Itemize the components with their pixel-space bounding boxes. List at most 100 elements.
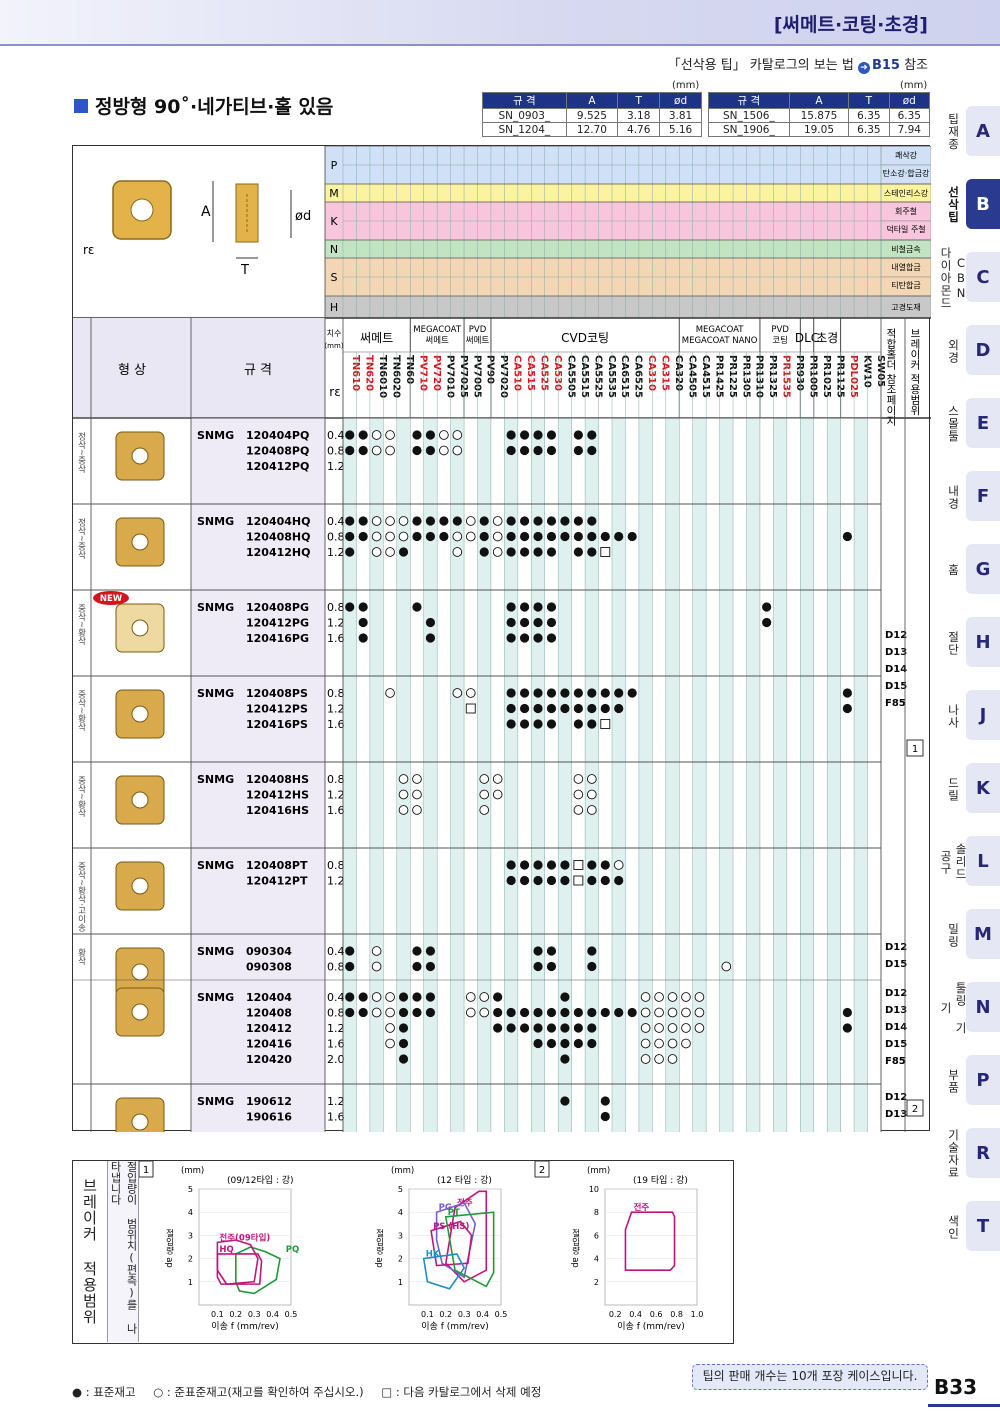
tab-label: 나사 [946,703,961,729]
grade-column-shade [719,418,734,1132]
mark-standard [398,992,409,1002]
chart-xtick: 0.6 [650,1310,663,1319]
insert-hole [130,198,154,222]
application-label: 중삭~황삭 [76,690,86,732]
mark-standard [519,633,530,643]
spec-code: 120412PS [246,703,308,716]
spec-cell: SN_1204_ [482,122,567,137]
mark-standard [546,602,557,612]
mark-standard [842,688,852,698]
catalog-note-ref[interactable]: B15 [871,58,900,73]
spec-cell: 6.35 [848,122,890,137]
mark-semistandard [398,516,409,526]
grade-column-shade [638,418,653,1132]
mark-standard [452,516,462,526]
mark-standard [587,1007,597,1018]
spec-header-cell: T [617,92,661,109]
re-value: 1.6 [327,1111,345,1124]
tab-letter: C [966,252,1000,302]
mark-standard [546,961,557,972]
mark-standard [573,516,583,526]
breaker-ref: 1 [912,744,918,755]
chart-title: (19 타입 : 강) [633,1174,688,1186]
chart-xtick: 0.5 [285,1310,298,1319]
tab-label: 스몰툴 [946,405,961,443]
mark-standard [587,860,597,870]
chart-unit: (mm) [587,1166,610,1176]
mark-semistandard [573,774,584,784]
grade-column-shade [558,418,572,1132]
group-label: PVD [771,325,789,335]
grade-label: PR1125 [834,355,845,398]
mark-semistandard [371,445,382,456]
tab-label: 선삭팁 [946,186,961,224]
chart-series-label: PS (HS) [433,1222,469,1232]
mark-standard [412,445,422,456]
grade-column-shade [504,418,518,1132]
mark-standard [425,531,436,542]
re-value: 0.8 [327,601,345,614]
insert-image [115,1097,165,1132]
chart-xlabel: 이송 f (mm/rev) [421,1321,488,1332]
mark-standard [587,1023,597,1033]
mark-standard [614,1007,624,1018]
mark-discontinued [573,860,584,870]
mark-standard [533,602,543,612]
chart-series-shape [216,1253,263,1285]
spec-code: 120412 [246,1022,292,1035]
section-title-text: 정방형 90˚·네가티브·홀 있음 [95,96,334,118]
mark-standard [560,992,570,1002]
grade-column-shade [692,418,707,1132]
pack-note: 팁의 판매 개수는 10개 포장 케이스입니다. [692,1364,928,1390]
spec-prefix: SNMG [197,515,234,528]
material-code: S [331,271,338,284]
chart-xtick: 0.4 [266,1310,279,1319]
chart-series-shape [422,1253,466,1290]
tab-label: 부품 [946,1068,961,1094]
header-rule [0,44,1000,46]
grade-column-shade [383,418,397,1132]
mark-semistandard [452,445,463,456]
chart-xtick: 0.4 [629,1310,642,1319]
mark-standard [479,516,489,526]
mark-standard [587,445,597,456]
chart-ytick: 2 [398,1255,403,1264]
grade-label: PV7005 [471,355,482,398]
breaker-box-2 [534,1161,550,1178]
material-label: 탄소강·합금강 [883,168,930,178]
legend-square: □ : 다음 카탈로그에서 삭제 예정 [381,1385,542,1399]
mark-standard [345,531,355,542]
mark-standard [345,992,355,1002]
mark-standard [358,516,368,526]
mark-standard [546,860,557,870]
grade-label: CA315 [660,355,671,391]
tab-label: 내경 [946,484,961,510]
mark-standard [345,1007,355,1018]
mark-standard [600,875,610,886]
spec-code: 120408 [246,1007,292,1020]
chart-unit: (mm) [391,1166,414,1176]
tab-letter: K [966,763,1000,813]
re-value: 1.2 [327,546,345,559]
grade-label: TN60 [404,355,415,384]
grade-label: CA510 [512,355,523,391]
holder-page: D12 [885,1092,907,1103]
